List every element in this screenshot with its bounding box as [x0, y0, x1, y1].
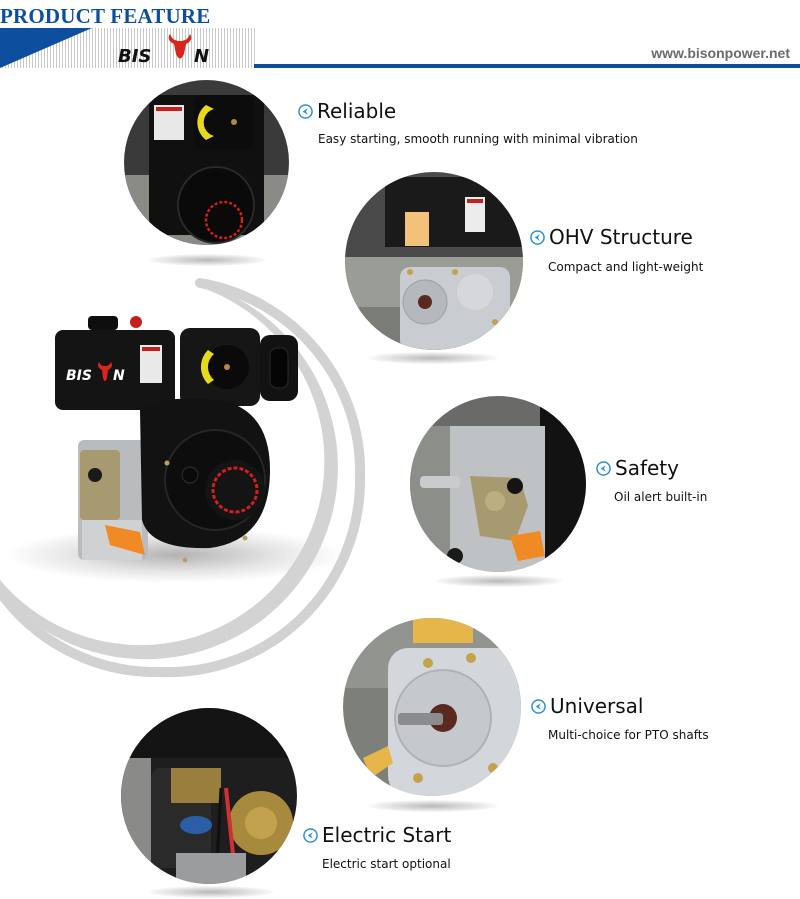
header-divider-bar — [254, 64, 800, 68]
chevron-left-circle-icon — [531, 698, 546, 714]
feature-image-reliable — [124, 80, 289, 245]
feature-shadow — [368, 800, 498, 812]
feature-desc-electric-start: Electric start optional — [322, 857, 451, 871]
svg-text:BIS: BIS — [118, 46, 151, 66]
feature-shadow — [148, 254, 266, 266]
feature-shadow — [435, 575, 563, 587]
feature-desc-safety: Oil alert built-in — [614, 490, 708, 504]
svg-text:N: N — [113, 368, 125, 384]
chevron-left-circle-icon — [530, 229, 545, 245]
feature-image-universal — [343, 618, 521, 796]
feature-shadow — [368, 352, 498, 364]
feature-title-ohv-structure: OHV Structure — [530, 225, 693, 249]
feature-title-safety: Safety — [596, 456, 679, 480]
feature-title-electric-start: Electric Start — [303, 823, 451, 847]
feature-desc-reliable: Easy starting, smooth running with minim… — [318, 132, 638, 146]
header-blue-wedge — [0, 28, 92, 68]
feature-desc-universal: Multi-choice for PTO shafts — [548, 728, 709, 742]
feature-shadow — [148, 886, 274, 898]
feature-title-reliable: Reliable — [298, 99, 396, 123]
svg-text:N: N — [194, 46, 209, 66]
chevron-left-circle-icon — [596, 460, 611, 476]
main-engine-image: BIS N — [55, 316, 298, 563]
feature-desc-ohv-structure: Compact and light-weight — [548, 260, 704, 274]
bison-logo: BIS N — [118, 34, 209, 66]
engine-brand-label: BIS — [66, 368, 92, 384]
feature-title-universal: Universal — [531, 694, 643, 718]
feature-image-ohv — [345, 172, 523, 350]
page-title: PRODUCT FEATURE — [0, 4, 211, 28]
feature-image-safety — [410, 396, 586, 572]
chevron-left-circle-icon — [303, 827, 318, 843]
website-url[interactable]: www.bisonpower.net — [651, 45, 790, 61]
chevron-left-circle-icon — [298, 103, 313, 119]
feature-image-electric-start — [121, 708, 297, 884]
